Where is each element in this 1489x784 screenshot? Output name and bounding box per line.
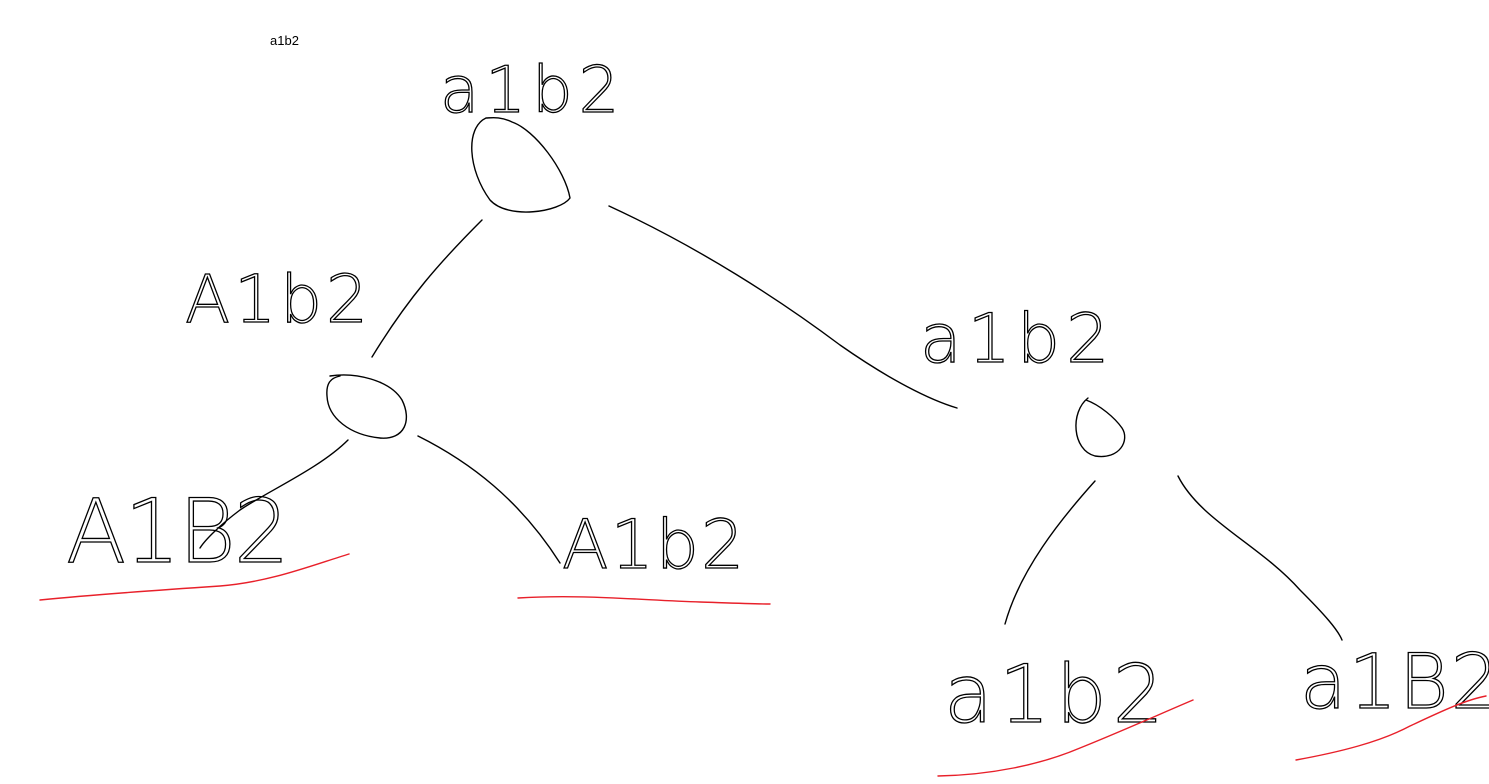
right-child-node-circle <box>1075 397 1126 458</box>
root-node-circle <box>471 116 571 213</box>
leaf-2-underline <box>517 595 771 605</box>
leaf-3-label: a1b2 <box>944 648 1170 741</box>
left-child-node-circle <box>326 374 407 439</box>
leaf-4-label: a1B2 <box>1300 637 1489 726</box>
right-child-label: a1b2 <box>920 300 1115 379</box>
edge-left-leaf2 <box>417 435 561 564</box>
edge-right-leaf3 <box>1004 480 1096 625</box>
edge-left-leaf1 <box>199 439 349 549</box>
left-child-label: A1b2 <box>185 261 372 338</box>
leaf-1-underline <box>39 553 350 601</box>
leaf-2-label: A1b2 <box>562 506 746 585</box>
leaf-4-underline <box>1295 695 1487 761</box>
edge-root-right <box>608 205 958 409</box>
leaf-3-underline <box>937 699 1194 777</box>
root-label: a1b2 <box>440 54 625 128</box>
edge-root-left <box>371 219 483 358</box>
caption-text: a1b2 <box>270 33 299 48</box>
leaf-1-label: A1B2 <box>66 480 288 583</box>
edge-right-leaf4 <box>1177 475 1343 641</box>
